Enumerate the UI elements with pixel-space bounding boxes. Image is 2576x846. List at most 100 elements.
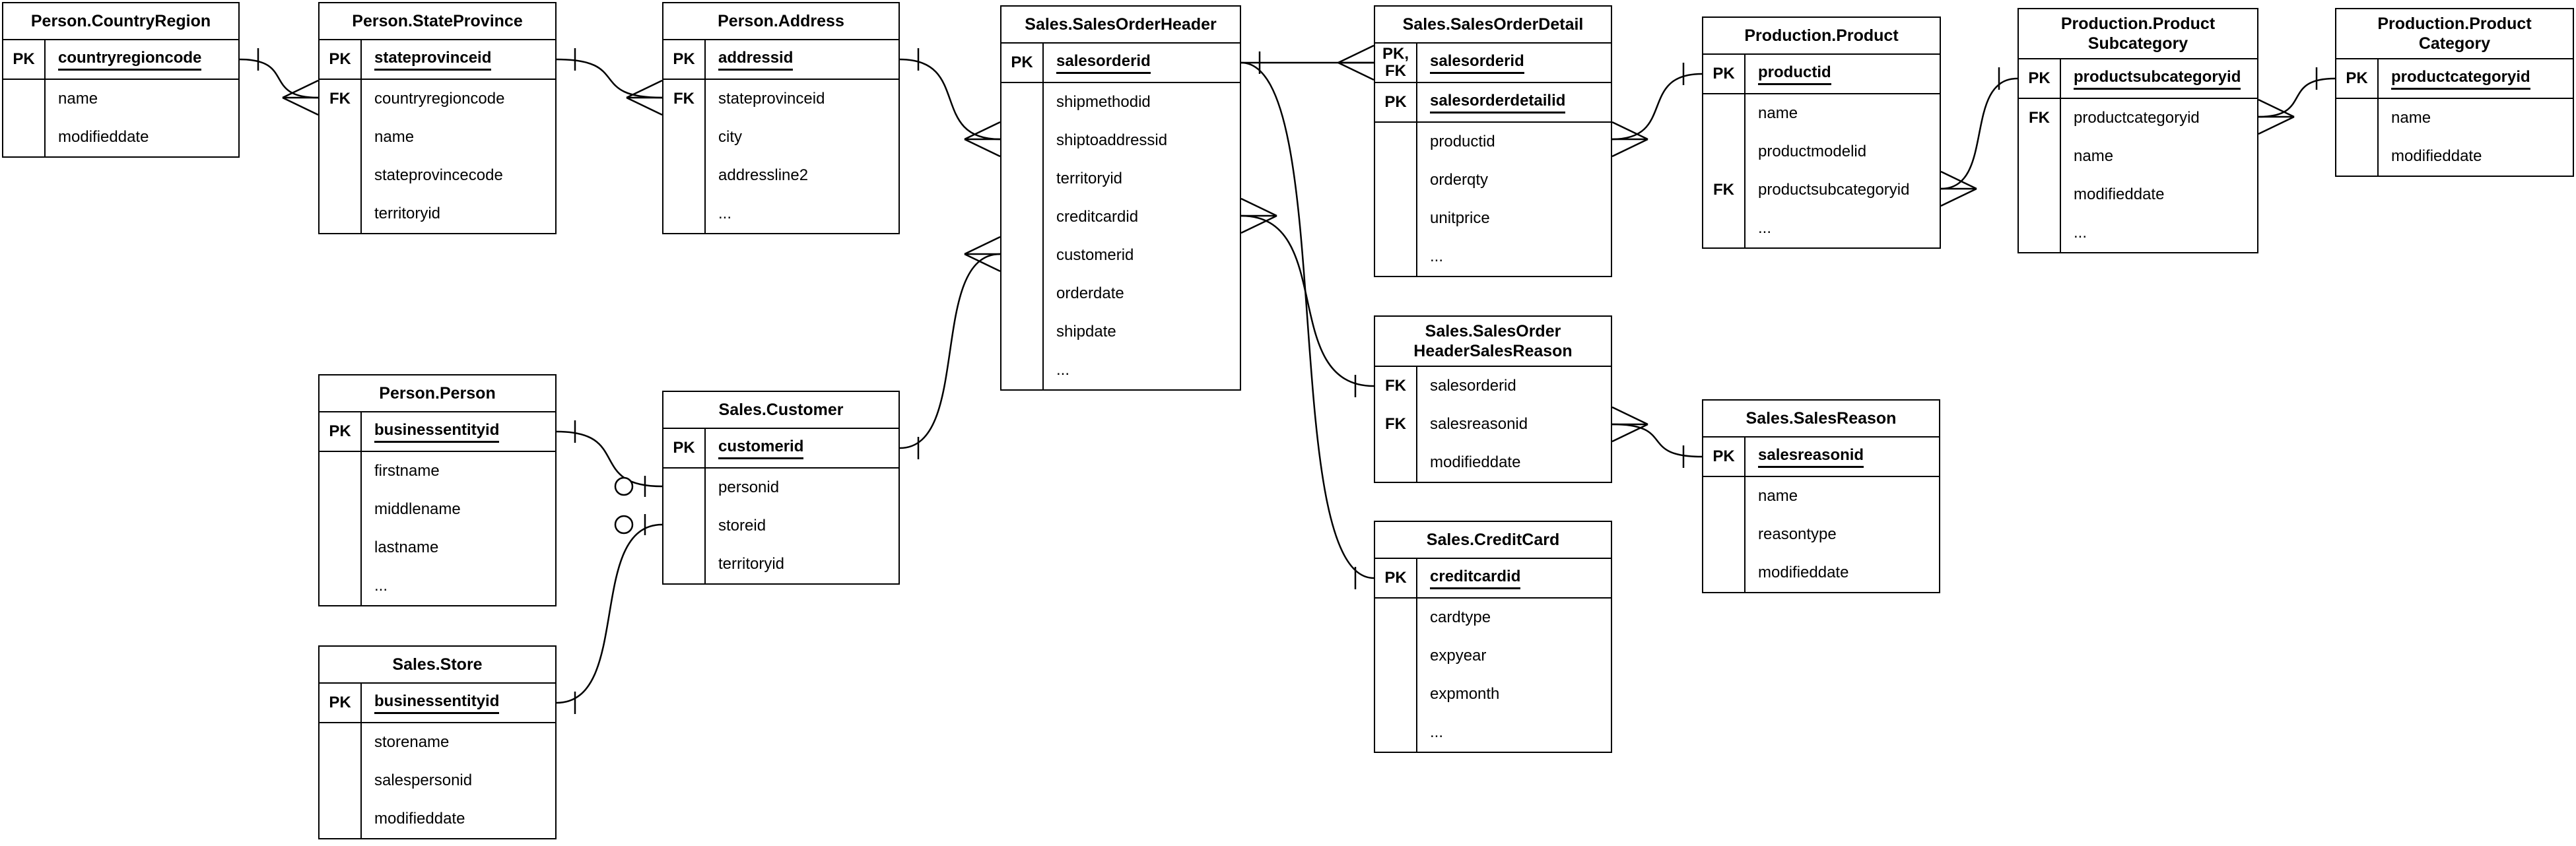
- attribute-row: personid: [663, 469, 898, 507]
- attribute-name: modifieddate: [2074, 185, 2165, 203]
- key-empty-cell: [663, 118, 706, 156]
- primary-key-attribute: productid: [1758, 63, 1831, 85]
- table-title: Sales.Store: [320, 647, 555, 682]
- attribute-name: name: [1758, 104, 1798, 122]
- key-empty-cell: [1375, 161, 1417, 199]
- attribute-name: shiptoaddressid: [1056, 131, 1168, 149]
- relationship-edge-headersalesreason-salesreason[interactable]: [1611, 423, 1703, 458]
- attribute-row: modifieddate: [1703, 554, 1939, 592]
- key-label-cell: FK: [1375, 367, 1417, 405]
- attribute-name: name: [374, 128, 415, 146]
- key-label-cell: PK: [1375, 83, 1417, 121]
- relationship-edge-salesorderheader-creditcard[interactable]: [1240, 61, 1374, 579]
- attribute-name: ...: [718, 205, 732, 222]
- relationship-edge-product-productsubcategory[interactable]: [1940, 77, 2018, 190]
- relationship-edge-stateprovince-address[interactable]: [556, 58, 663, 99]
- attribute-row: name: [1703, 477, 1939, 515]
- attribute-name: ...: [1758, 219, 1772, 237]
- attribute-name-cell: orderqty: [1417, 161, 1611, 199]
- attribute-row: FK salesreasonid: [1375, 405, 1611, 443]
- relationship-edge-store-customer[interactable]: [556, 523, 663, 704]
- key-label: PK: [1384, 93, 1407, 111]
- key-empty-cell: [3, 80, 46, 118]
- attribute-name-cell: productcategoryid: [2379, 59, 2573, 98]
- attribute-name: salespersonid: [374, 771, 473, 789]
- attribute-row: name: [2336, 99, 2573, 137]
- relationship-edge-person-customer[interactable]: [556, 430, 663, 488]
- relationship-edge-countryregion-stateprovince[interactable]: [239, 58, 319, 99]
- attribute-name-cell: territoryid: [706, 545, 898, 583]
- relationship-edge-productsubcategory-productcategory[interactable]: [2258, 77, 2336, 118]
- primary-key-attribute: creditcardid: [1430, 568, 1521, 589]
- attribute-name: name: [2391, 109, 2431, 127]
- key-label: PK: [1712, 65, 1735, 82]
- attribute-name: personid: [718, 478, 780, 496]
- key-label-cell: PK: [2019, 59, 2061, 98]
- table-title: Sales.Customer: [663, 392, 898, 428]
- key-label: FK: [1385, 415, 1406, 433]
- attribute-name: unitprice: [1430, 209, 1490, 227]
- attribute-row: expyear: [1375, 637, 1611, 675]
- primary-key-attribute: salesorderdetailid: [1430, 92, 1566, 114]
- key-empty-cell: [3, 118, 46, 156]
- key-label-cell: PK: [663, 40, 706, 79]
- table-section: PK productid: [1703, 53, 1940, 93]
- key-empty-cell: [663, 507, 706, 545]
- attribute-name-cell: salesreasonid: [1746, 438, 1939, 476]
- key-empty-cell: [663, 156, 706, 195]
- attribute-name-cell: salesreasonid: [1417, 405, 1611, 443]
- attribute-name-cell: name: [2061, 137, 2257, 176]
- attribute-name-cell: salespersonid: [362, 762, 555, 800]
- attribute-row: territoryid: [320, 195, 555, 233]
- primary-key-attribute: countryregioncode: [58, 49, 202, 71]
- key-empty-cell: [1001, 236, 1044, 275]
- key-label-cell: PK: [320, 40, 362, 79]
- key-empty-cell: [320, 195, 362, 233]
- attribute-name-cell: reasontype: [1746, 515, 1939, 554]
- key-empty-cell: [2336, 99, 2379, 137]
- attribute-row: ...: [1375, 713, 1611, 752]
- attribute-row: orderdate: [1001, 275, 1240, 313]
- attribute-row: ...: [1703, 209, 1940, 247]
- attribute-name-cell: customerid: [706, 429, 898, 467]
- relationship-edge-address-salesorderheader[interactable]: [899, 58, 1001, 141]
- key-empty-cell: [1001, 275, 1044, 313]
- key-empty-cell: [1375, 637, 1417, 675]
- attribute-name-cell: personid: [706, 469, 898, 507]
- relationship-edge-salesorderheader-headersalesreason[interactable]: [1240, 214, 1374, 387]
- relationship-edge-salesorderdetail-product[interactable]: [1611, 73, 1703, 141]
- key-empty-cell: [1001, 198, 1044, 236]
- table-title-line: Subcategory: [2087, 34, 2188, 53]
- key-label: FK: [1385, 62, 1406, 80]
- attribute-row: modifieddate: [3, 118, 238, 156]
- table-title-line: Person.CountryRegion: [30, 12, 211, 30]
- relationship-edge-customer-salesorderheader[interactable]: [899, 253, 1001, 449]
- key-label-cell: PK: [320, 684, 362, 722]
- attribute-row: modifieddate: [1375, 443, 1611, 482]
- key-label: PK: [329, 694, 351, 711]
